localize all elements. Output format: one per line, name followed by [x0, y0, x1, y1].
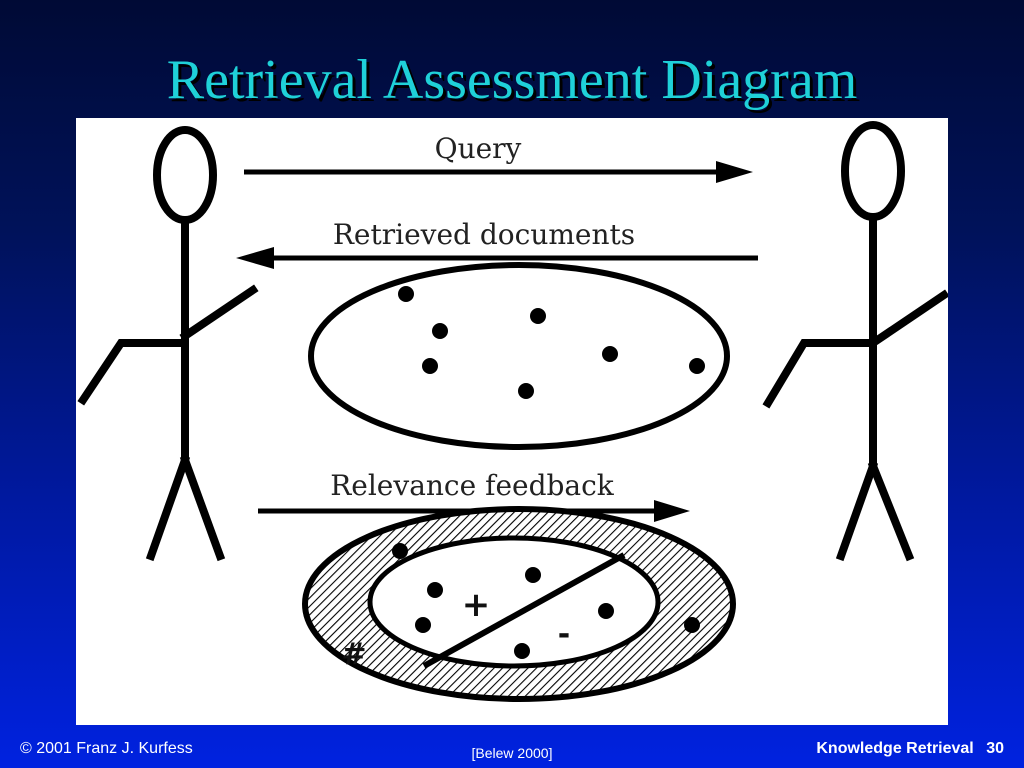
retrieved-documents-label: Retrieved documents	[333, 218, 635, 251]
retrieved-arrow-icon	[236, 247, 758, 269]
footer-copyright: © 2001 Franz J. Kurfess	[20, 740, 193, 757]
footer-citation: [Belew 2000]	[471, 745, 553, 761]
relevant-plus-label: +	[462, 585, 491, 625]
unjudged-hash-label: #	[341, 637, 366, 672]
footer-course: Knowledge Retrieval	[816, 740, 974, 757]
footer-page-number: 30	[986, 740, 1004, 757]
query-arrow-icon	[244, 161, 753, 183]
system-stick-figure-icon	[762, 121, 948, 562]
document-dot-icons	[398, 286, 705, 399]
user-stick-figure-icon	[77, 126, 259, 562]
feedback-document-set: + - #	[302, 506, 736, 702]
relevance-feedback-label: Relevance feedback	[330, 469, 615, 502]
retrieved-document-set	[308, 262, 730, 450]
diagram-panel: Query Retrieved documents Releva	[76, 118, 948, 725]
retrieval-diagram: Query Retrieved documents Releva	[77, 121, 948, 702]
footer-course-page: Knowledge Retrieval 30	[816, 740, 1004, 758]
judged-document-dot-icons	[392, 543, 700, 659]
nonrelevant-minus-label: -	[558, 617, 570, 652]
query-label: Query	[435, 132, 522, 165]
slide-title: Retrieval Assessment Diagram	[166, 49, 858, 111]
